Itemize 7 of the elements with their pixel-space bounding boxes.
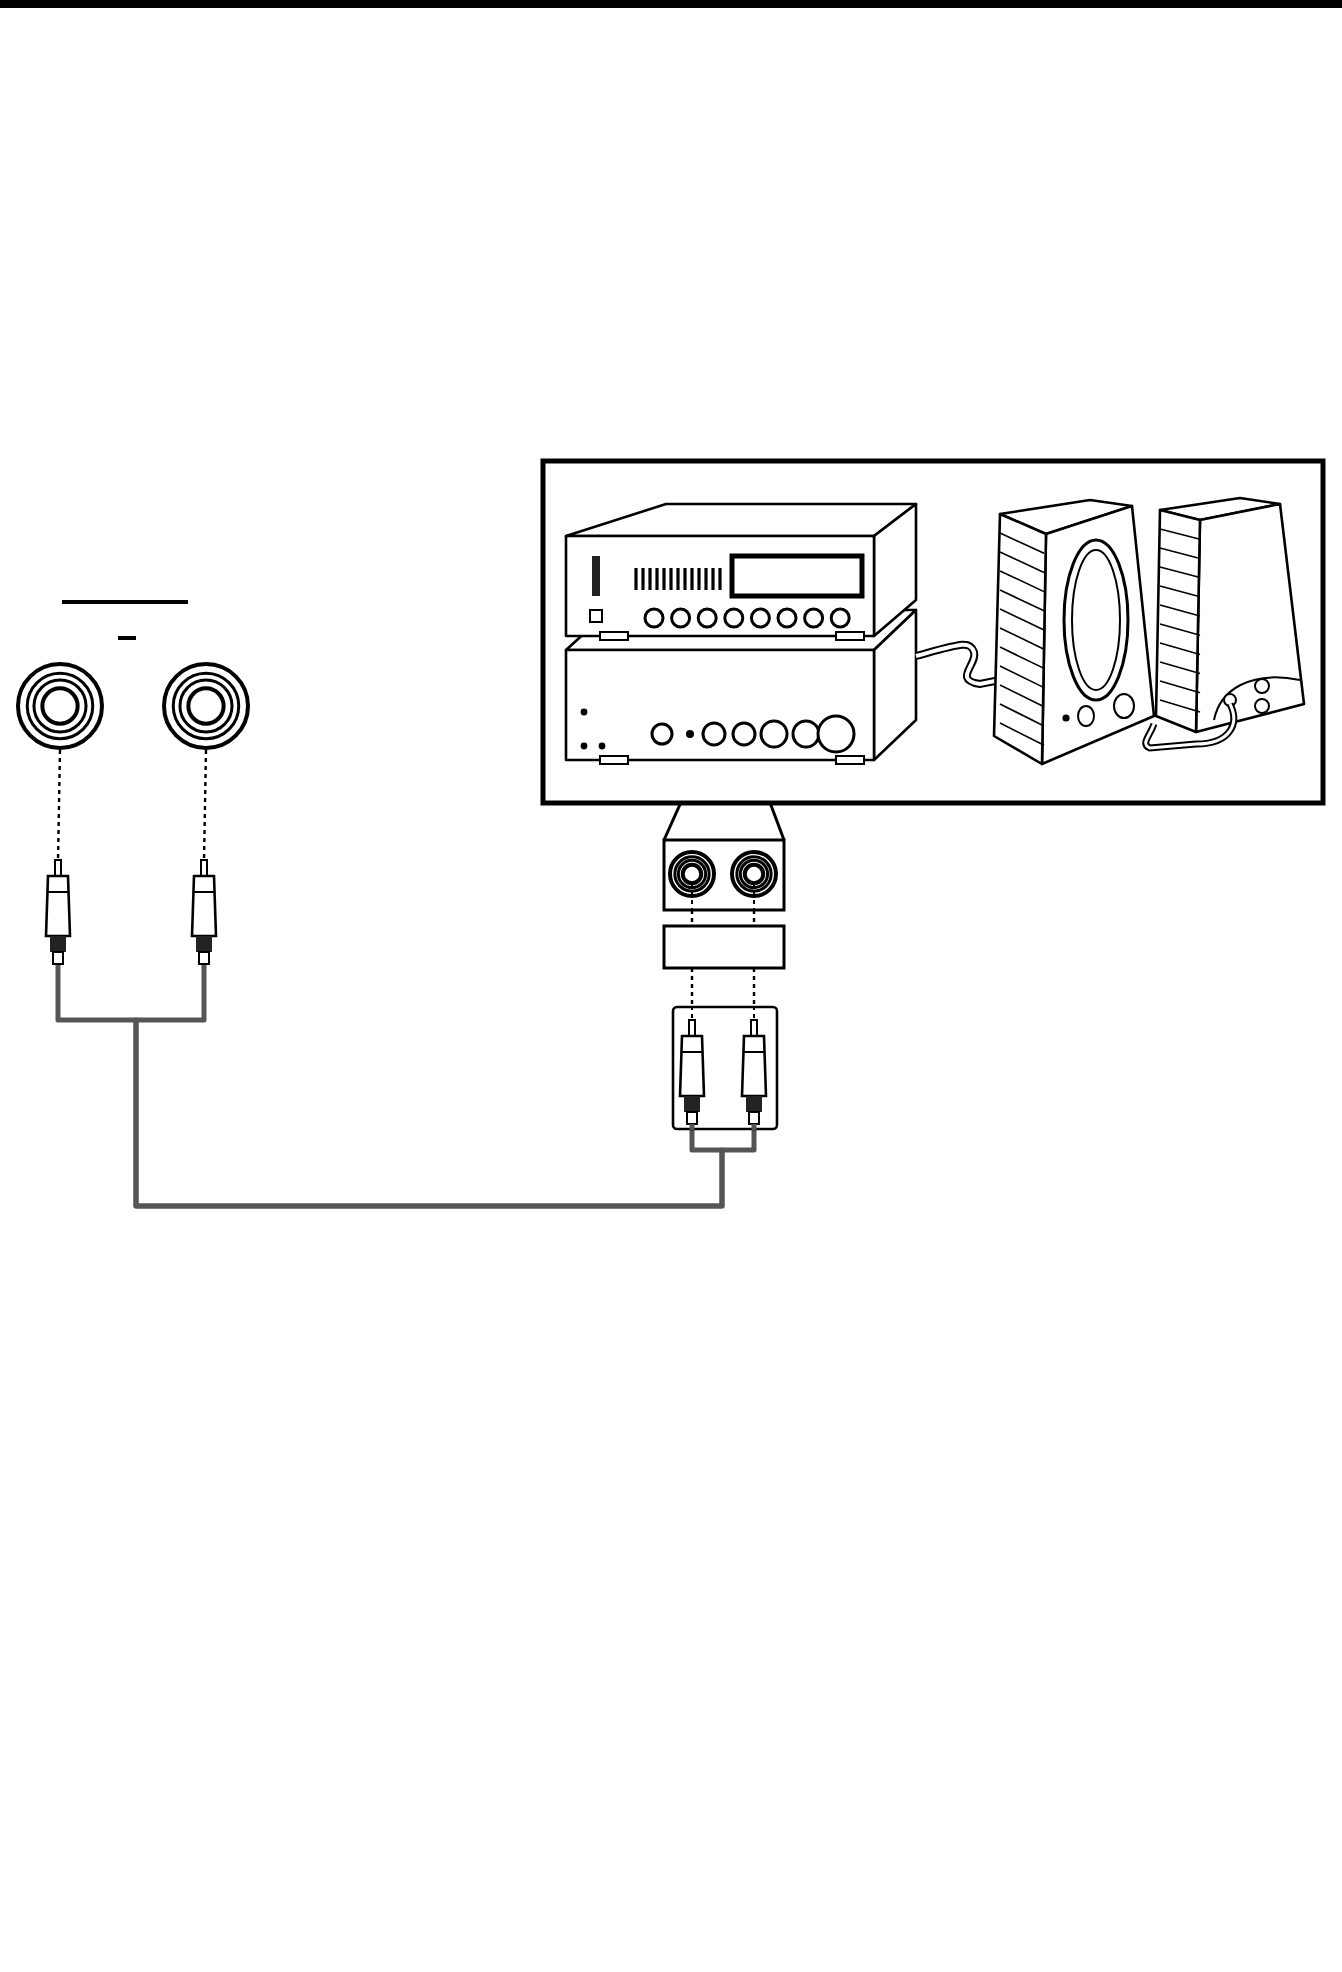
dashed-line <box>752 910 756 926</box>
dashed-line <box>690 910 694 926</box>
cable <box>133 964 757 1209</box>
dashed-line <box>56 749 62 861</box>
dashed-line <box>202 749 208 861</box>
dashed-line <box>752 968 756 1006</box>
dashed-line <box>690 968 694 1006</box>
